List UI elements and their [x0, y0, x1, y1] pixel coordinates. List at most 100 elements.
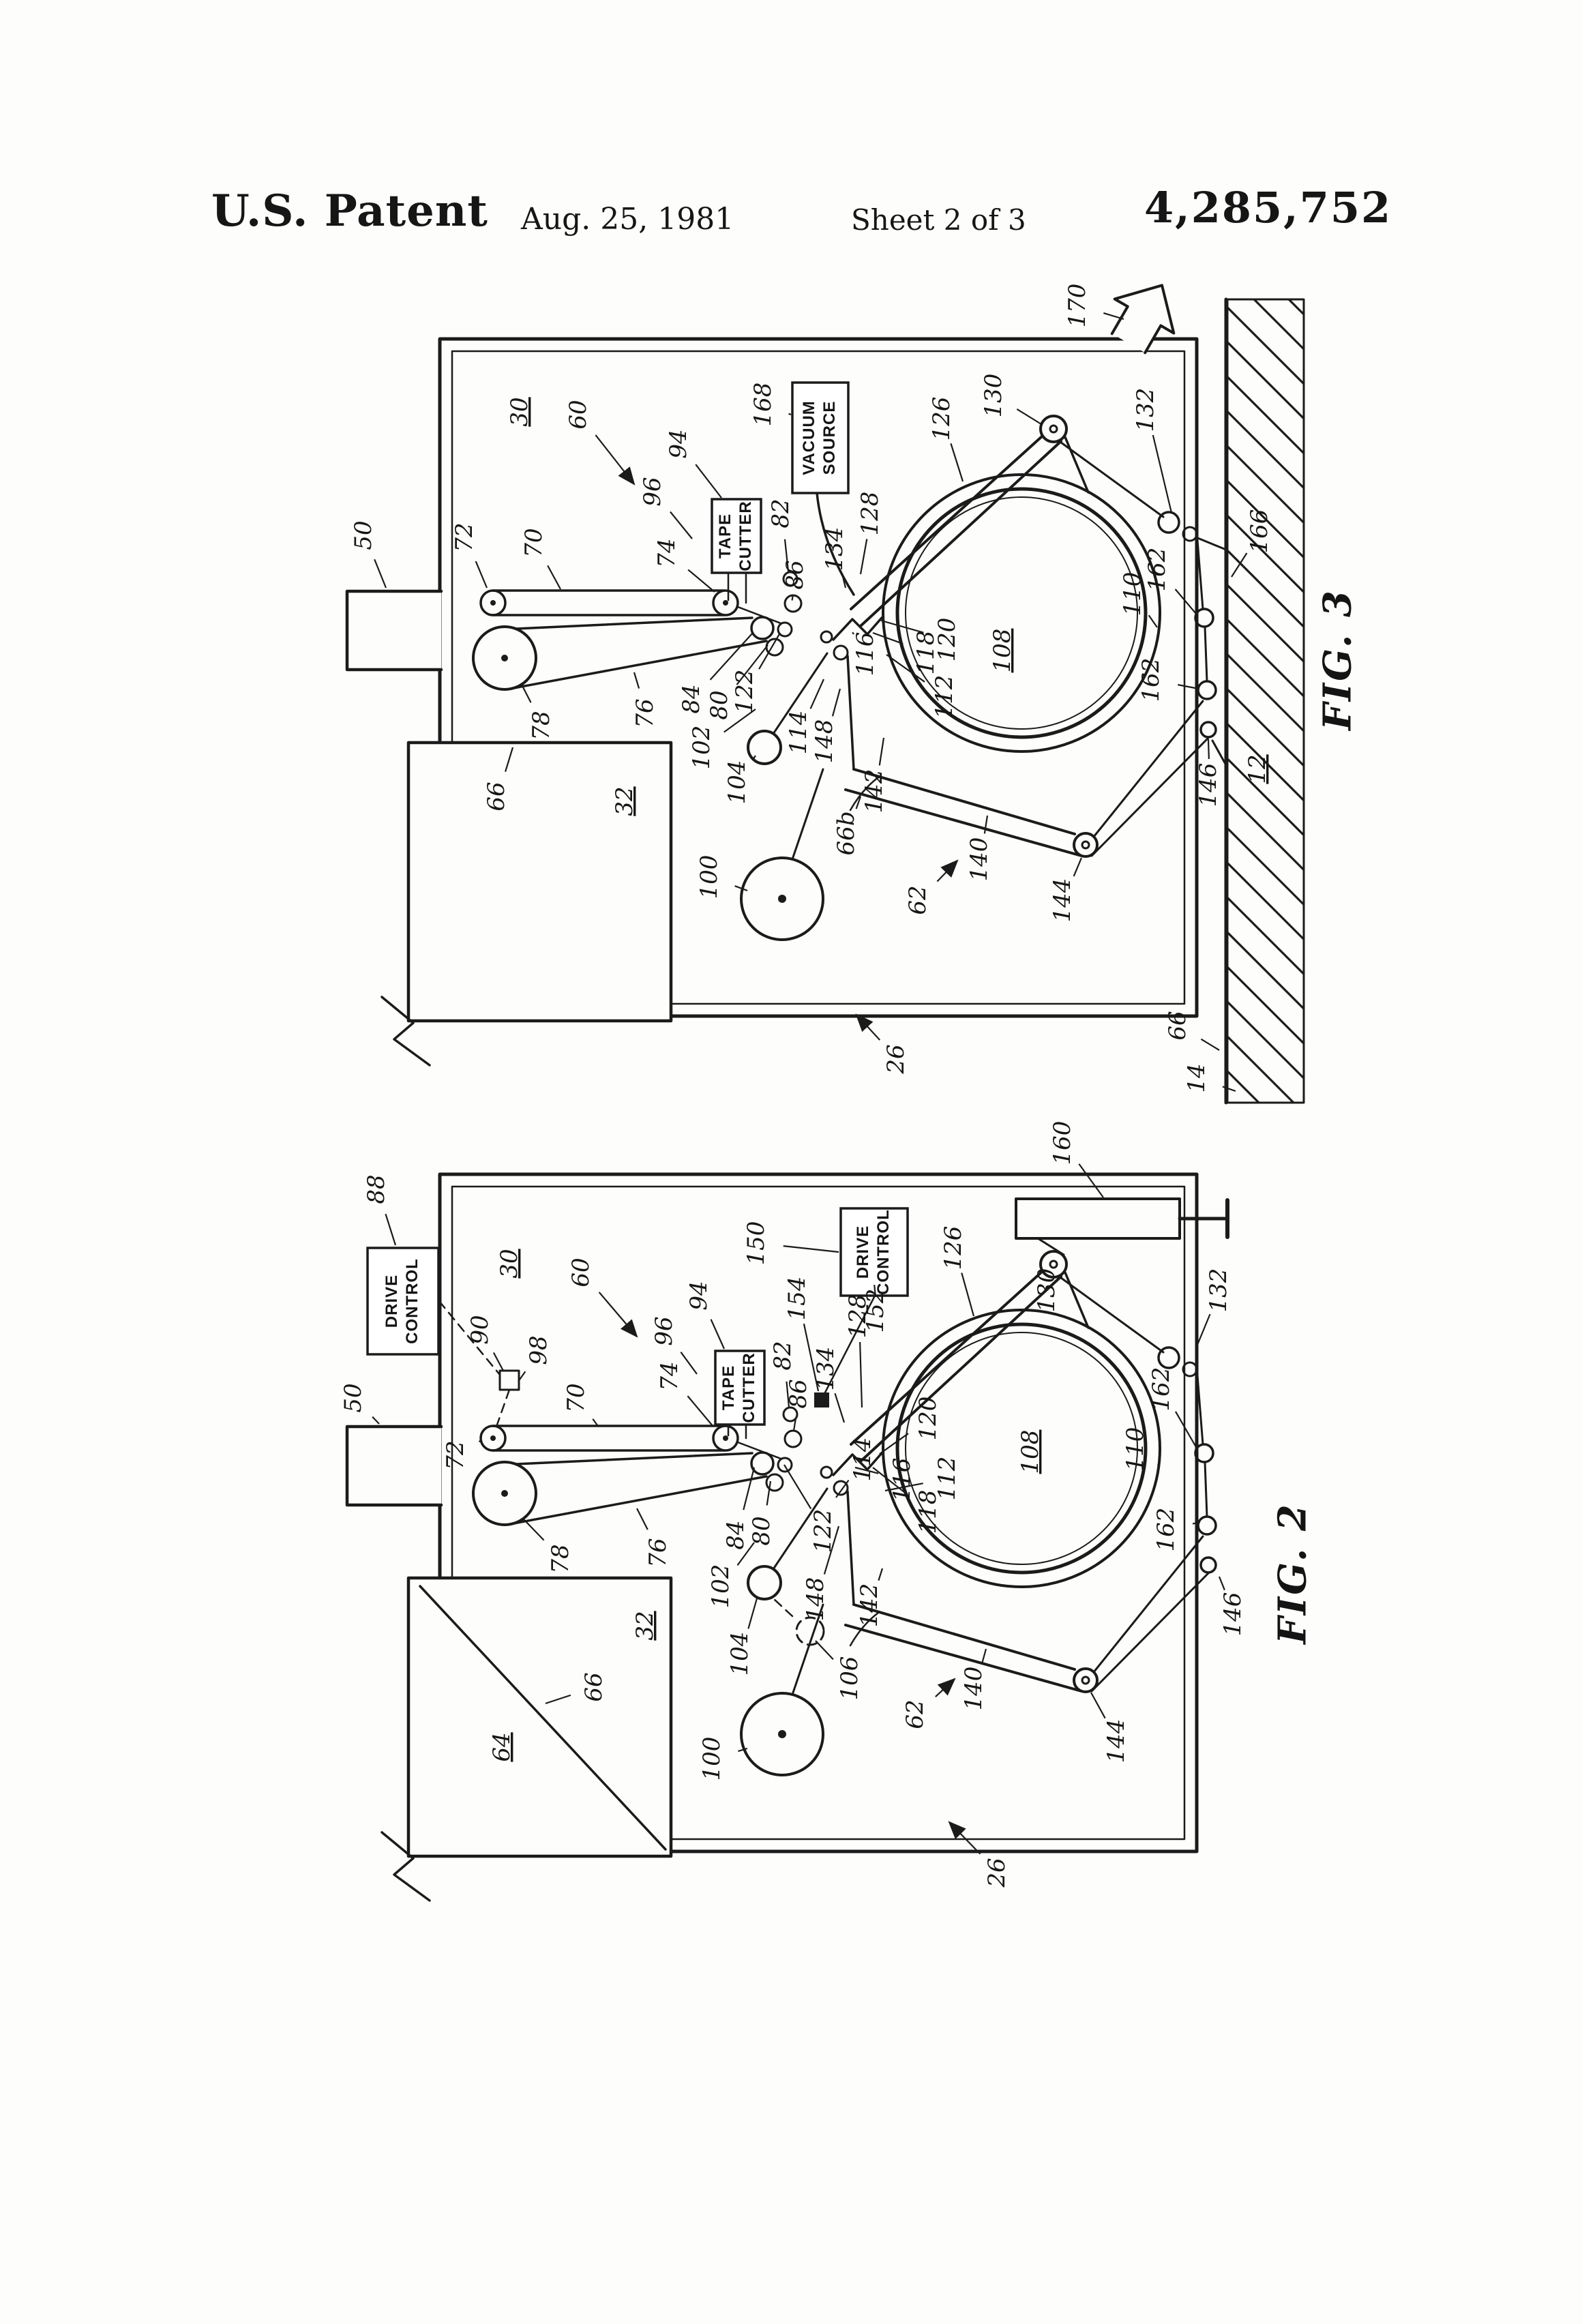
ref-fig2-86-20: 86: [785, 1379, 812, 1408]
ref-fig3-78-21: 78: [528, 711, 555, 740]
ref-fig2-150-7: 150: [743, 1221, 770, 1266]
leader-fig2-154-9: [803, 1323, 820, 1392]
patent-number: 4,285,752: [1144, 183, 1392, 233]
ref-fig2-90-13: 90: [466, 1315, 494, 1344]
leader-fig2-114-36: [835, 1480, 850, 1498]
ref-fig2-32-47: 32: [631, 1611, 659, 1640]
ref-fig3-62-37: 62: [904, 885, 931, 914]
ref-fig2-162-45: 162: [1152, 1508, 1180, 1552]
leader-fig3-94-4: [695, 464, 722, 498]
ref-fig2-118-32: 118: [914, 1490, 942, 1534]
leader-fig3-130-8: [1016, 408, 1042, 425]
ref-fig2-72-19: 72: [442, 1440, 469, 1470]
leader-fig3-132-9: [1152, 434, 1173, 513]
ref-fig2-132-12: 132: [1205, 1268, 1232, 1313]
leader-fig2-86-20: [792, 1419, 796, 1431]
leader-fig2-150-7: [783, 1245, 839, 1253]
leader-fig2-76-26: [636, 1508, 648, 1530]
leader-fig2-122-29: [783, 1464, 812, 1510]
vacuum-line: [816, 492, 855, 596]
leader-fig2-60-4: [598, 1292, 638, 1338]
leader-fig3-62-37: [936, 859, 959, 882]
leader-fig3-74-12: [687, 569, 715, 593]
ref-fig3-170-0: 170: [1064, 284, 1091, 328]
ref-fig3-30-2: 30: [506, 397, 533, 426]
drive-control-box-center: [839, 1207, 909, 1297]
leader-fig3-144-39: [1073, 857, 1083, 877]
ref-fig3-102-25: 102: [688, 726, 715, 770]
ref-fig3-120-31: 120: [934, 618, 961, 662]
ref-fig2-84-27: 84: [722, 1520, 749, 1549]
leader-fig2-148-35: [823, 1525, 840, 1575]
tape-cutter-box-fig3: [711, 498, 762, 574]
ref-fig2-50-2: 50: [340, 1383, 367, 1412]
ref-fig2-144-43: 144: [1103, 1719, 1130, 1763]
leader-fig2-96-6: [680, 1352, 698, 1375]
leader-fig3-116-29: [852, 631, 854, 635]
ref-fig3-14-47: 14: [1183, 1063, 1210, 1092]
leader-fig3-104-27: [751, 755, 756, 761]
ref-fig2-128-18: 128: [844, 1294, 871, 1339]
ref-fig2-30-3: 30: [496, 1249, 523, 1278]
leader-fig2-112-33: [884, 1483, 923, 1492]
ref-fig2-64-48: 64: [488, 1732, 516, 1761]
ref-fig3-112-32: 112: [931, 675, 958, 719]
ref-fig2-70-15: 70: [563, 1383, 590, 1412]
ref-fig2-94-5: 94: [685, 1281, 713, 1310]
leader-fig2-134-17: [834, 1392, 846, 1423]
ref-fig3-132-9: 132: [1132, 388, 1159, 432]
leader-fig3-112-32: [886, 654, 925, 683]
leader-fig2-120-34: [879, 1433, 909, 1455]
leader-fig3-162-19: [1174, 589, 1197, 614]
vacuum-source-box: [791, 381, 850, 494]
leader-fig2-80-28: [766, 1480, 772, 1506]
ref-fig3-66-43: 66: [483, 781, 510, 811]
actuator-cylinder-160: [1015, 1197, 1181, 1240]
ref-fig3-146-40: 146: [1195, 763, 1222, 807]
tape-cutter-box-fig2: [714, 1350, 766, 1426]
leader-fig3-84-23: [709, 632, 753, 681]
leader-fig3-76-22: [633, 672, 640, 689]
ref-fig3-32-44: 32: [611, 786, 638, 816]
ref-fig3-168-6: 168: [749, 383, 777, 427]
solenoid-154: [814, 1392, 829, 1407]
fig3-extras: [816, 284, 1227, 766]
leader-fig3-142-34: [878, 737, 885, 766]
ref-fig2-116-31: 116: [889, 1458, 916, 1502]
ref-fig3-86-14: 86: [781, 560, 809, 589]
leader-fig2-116-31: [854, 1466, 879, 1474]
leader-fig3-70-11: [547, 565, 561, 590]
leader-fig2-82-21: [786, 1381, 790, 1408]
leader-fig2-152-8: [874, 1285, 877, 1298]
ref-fig2-112-33: 112: [934, 1457, 961, 1501]
leader-fig3-148-33: [831, 688, 841, 717]
leader-fig2-84-27: [743, 1467, 756, 1510]
leader-fig2-104-38: [747, 1598, 758, 1629]
ref-fig3-76-22: 76: [631, 698, 659, 728]
ref-fig2-160-1: 160: [1049, 1121, 1076, 1165]
leader-fig2-98-14: [518, 1371, 526, 1382]
ref-fig2-98-14: 98: [525, 1335, 552, 1365]
leader-fig3-110-18: [1148, 614, 1158, 628]
ref-fig3-148-33: 148: [811, 719, 838, 764]
ref-fig2-102-30: 102: [707, 1564, 734, 1609]
leader-fig3-120-31: [880, 619, 924, 634]
ref-fig3-66b-35: 66b: [833, 811, 860, 855]
ref-fig3-74-12: 74: [653, 538, 681, 567]
ref-fig3-100-36: 100: [696, 855, 723, 899]
leader-fig3-102-25: [723, 709, 756, 733]
ref-fig3-104-27: 104: [723, 760, 751, 805]
leader-fig2-160-1: [1078, 1163, 1104, 1198]
leader-fig2-132-12: [1196, 1313, 1211, 1345]
ref-fig3-70-11: 70: [520, 528, 548, 557]
ref-fig3-162-19: 162: [1144, 548, 1171, 592]
leader-fig3-100-36: [734, 885, 748, 892]
roller-106-phantom: [795, 1616, 825, 1646]
ref-fig3-12-41: 12: [1244, 754, 1271, 784]
